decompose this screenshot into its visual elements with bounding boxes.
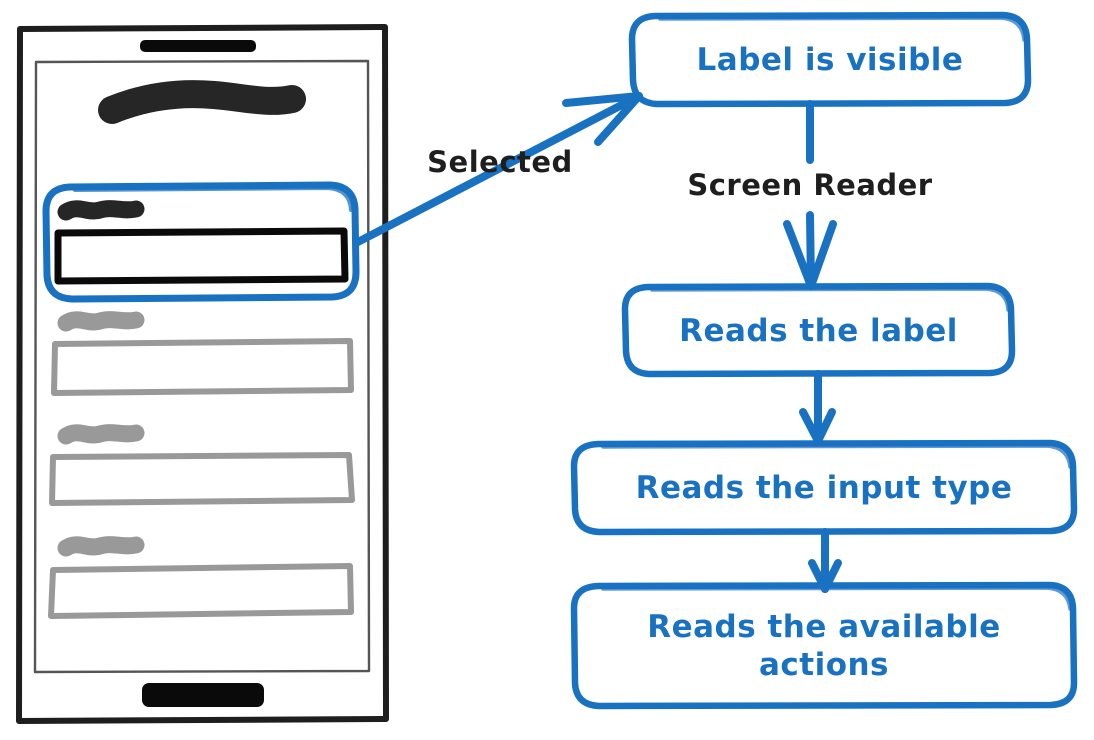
home-indicator: [142, 683, 264, 707]
selection-highlight-overstroke: [73, 185, 353, 212]
phone-mock: [16, 24, 389, 724]
node-reads-available-actions-shape: [570, 581, 1078, 710]
field-input-selected[interactable]: [54, 227, 349, 285]
node-reads-the-label-shape: [621, 282, 1016, 378]
form-field-inactive-2[interactable]: [49, 424, 355, 506]
node-reads-available-actions[interactable]: [570, 581, 1078, 710]
edge-selected-arrowhead: [562, 92, 643, 146]
node-reads-the-input-type-overstroke: [601, 444, 1072, 469]
field-label-scribble-1: [57, 311, 145, 332]
edge-2-arrowhead: [799, 408, 836, 445]
form-field-inactive-1[interactable]: [51, 311, 354, 396]
form-field-inactive-3[interactable]: [48, 536, 354, 619]
node-reads-the-label-overstroke: [650, 287, 1010, 312]
edge-screen-reader-arrowhead: [783, 220, 837, 290]
selection-highlight: [42, 181, 360, 303]
edge-selected-arrow: [352, 92, 643, 247]
field-label-scribble-2: [57, 424, 145, 445]
field-label-scribble-3: [57, 536, 145, 557]
edge-3-arrowhead: [808, 559, 842, 593]
node-label-is-visible-shape: [628, 11, 1032, 108]
edge-screen-reader-line: [806, 100, 815, 290]
field-input-1[interactable]: [51, 338, 354, 396]
edge-label-to-input-type: [799, 370, 836, 445]
node-label-is-visible-overstroke: [658, 16, 1026, 42]
form-field-selected[interactable]: [42, 181, 360, 303]
edge-selected-line: [352, 92, 643, 247]
node-reads-the-input-type[interactable]: [570, 439, 1078, 536]
node-label-is-visible[interactable]: [628, 11, 1032, 108]
edge-input-type-to-actions: [808, 528, 842, 593]
speaker-bar: [140, 40, 256, 52]
node-reads-available-actions-overstroke: [601, 586, 1072, 611]
node-reads-the-label[interactable]: [621, 282, 1016, 378]
field-input-3[interactable]: [48, 563, 354, 619]
field-input-2[interactable]: [49, 452, 355, 506]
header-scribble: [98, 80, 306, 124]
edge-screen-reader-arrow: [783, 100, 837, 290]
node-reads-the-input-type-shape: [570, 439, 1078, 536]
field-label-scribble-selected: [57, 200, 145, 221]
